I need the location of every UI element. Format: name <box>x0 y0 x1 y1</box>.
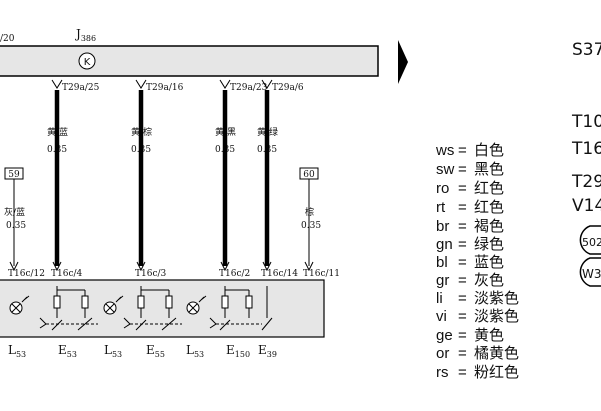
legend-eq: = <box>458 180 467 197</box>
pin-bottom-2: T16c/2 <box>219 269 250 279</box>
pin-bottom-11: T16c/11 <box>303 269 340 279</box>
side-wire-59-color: 灰/蓝 <box>4 206 25 218</box>
legend-code-vi: vi <box>436 308 447 325</box>
lamp-3 <box>186 295 207 315</box>
right-label-r1: T10 <box>571 112 601 132</box>
connector-arrows-bottom <box>9 261 314 272</box>
legend-name-br: 褐色 <box>474 217 504 235</box>
pin-bottom-14: T16c/14 <box>261 269 298 279</box>
legend-name-gr: 灰色 <box>474 271 504 289</box>
legend-name-gn: 绿色 <box>474 235 504 253</box>
module-label: J386 <box>74 27 96 43</box>
ref-box-60-label: 60 <box>303 170 315 180</box>
legend-name-or: 橘黄色 <box>474 344 519 362</box>
component-label-4: E55 <box>146 343 165 359</box>
right-label-r3: T29 <box>571 172 601 192</box>
legend-eq: = <box>458 290 467 307</box>
legend-code-rt: rt <box>436 199 446 216</box>
side-wire-59: 59 灰/蓝 0.35 <box>4 167 26 266</box>
legend-eq: = <box>458 236 467 253</box>
legend-code-ro: ro <box>436 180 449 197</box>
color-legend: ws = 白色 sw = 黑色 ro = 红色 rt = 红色 br = 褐色 … <box>435 141 519 381</box>
legend-eq: = <box>458 345 467 362</box>
legend-eq: = <box>458 161 467 178</box>
pin-top-1: T29a/25 <box>62 83 100 93</box>
pin-bottom-3: T16c/3 <box>135 269 167 279</box>
side-wire-60-color: 棕 <box>305 206 314 218</box>
legend-eq: = <box>458 199 467 216</box>
legend-name-ws: 白色 <box>474 141 504 159</box>
legend-code-ws: ws <box>435 142 454 159</box>
side-wire-60: 60 棕 0.35 <box>299 167 321 266</box>
legend-eq: = <box>458 142 467 159</box>
legend-name-vi: 淡紫色 <box>474 307 519 325</box>
side-wire-60-size: 0.35 <box>301 221 321 231</box>
legend-code-gr: gr <box>436 272 449 289</box>
wire-1: T29a/25 黄/蓝 0.35 <box>47 79 100 266</box>
module-clock-icon <box>78 52 96 70</box>
switch-e150 <box>209 286 262 331</box>
switch-e55 <box>123 286 182 331</box>
component-label-5: L53 <box>186 343 204 359</box>
right-circle-1: 502 <box>579 225 601 255</box>
pin-top-3: T29a/23 <box>230 83 268 93</box>
legend-eq: = <box>458 327 467 344</box>
legend-code-gn: gn <box>436 236 453 253</box>
module-j386 <box>0 45 379 77</box>
legend-name-rt: 红色 <box>474 198 504 216</box>
switch-e39 <box>261 286 273 331</box>
page-arrow-icon <box>398 40 408 84</box>
right-circle-1-label: 502 <box>582 236 601 249</box>
wire-3: T29a/23 黄/黑 0.35 <box>215 79 268 266</box>
component-label-3: L53 <box>104 343 122 359</box>
legend-code-sw: sw <box>436 161 455 178</box>
legend-name-sw: 黑色 <box>474 160 504 178</box>
right-label-top: S37 <box>572 40 601 60</box>
legend-name-ge: 黄色 <box>474 326 504 344</box>
module-symbol: K <box>84 57 91 68</box>
legend-eq: = <box>458 254 467 271</box>
component-label-2: E53 <box>58 343 77 359</box>
legend-name-ro: 红色 <box>474 179 504 197</box>
wire-4: T29a/6 黄/绿 0.35 <box>257 79 304 266</box>
pin-bottom-4: T16c/4 <box>51 269 83 279</box>
right-label-r2: T16 <box>571 139 601 159</box>
legend-code-or: or <box>436 345 449 362</box>
legend-code-rs: rs <box>436 364 449 381</box>
right-label-r4: V14 <box>572 196 601 216</box>
right-circle-2: W3 <box>579 257 601 287</box>
lamp-2 <box>103 295 124 315</box>
legend-name-bl: 蓝色 <box>474 253 504 271</box>
legend-code-br: br <box>436 218 449 235</box>
pin-top-2: T29a/16 <box>146 83 184 93</box>
ref-box-59-label: 59 <box>8 170 20 180</box>
legend-name-rs: 粉红色 <box>474 363 519 381</box>
top-left-fragment: /20 <box>0 34 15 44</box>
switch-panel <box>0 279 325 338</box>
legend-eq: = <box>458 218 467 235</box>
legend-code-ge: ge <box>436 327 453 344</box>
component-label-1: L53 <box>8 343 26 359</box>
component-label-6: E150 <box>226 343 250 359</box>
module-subscript: 386 <box>81 34 96 43</box>
legend-eq: = <box>458 364 467 381</box>
legend-name-li: 淡紫色 <box>474 289 519 307</box>
legend-eq: = <box>458 272 467 289</box>
wire-2: T29a/16 黄/棕 0.35 <box>131 79 184 266</box>
legend-code-bl: bl <box>436 254 448 271</box>
switch-e53 <box>39 286 98 331</box>
component-label-7: E39 <box>258 343 277 359</box>
side-wire-59-size: 0.35 <box>6 221 26 231</box>
legend-eq: = <box>458 308 467 325</box>
pin-top-4: T29a/6 <box>272 83 304 93</box>
legend-code-li: li <box>436 290 443 307</box>
lamp-1 <box>9 295 30 315</box>
right-circle-2-label: W3 <box>582 267 601 281</box>
pin-bottom-12: T16c/12 <box>8 269 45 279</box>
